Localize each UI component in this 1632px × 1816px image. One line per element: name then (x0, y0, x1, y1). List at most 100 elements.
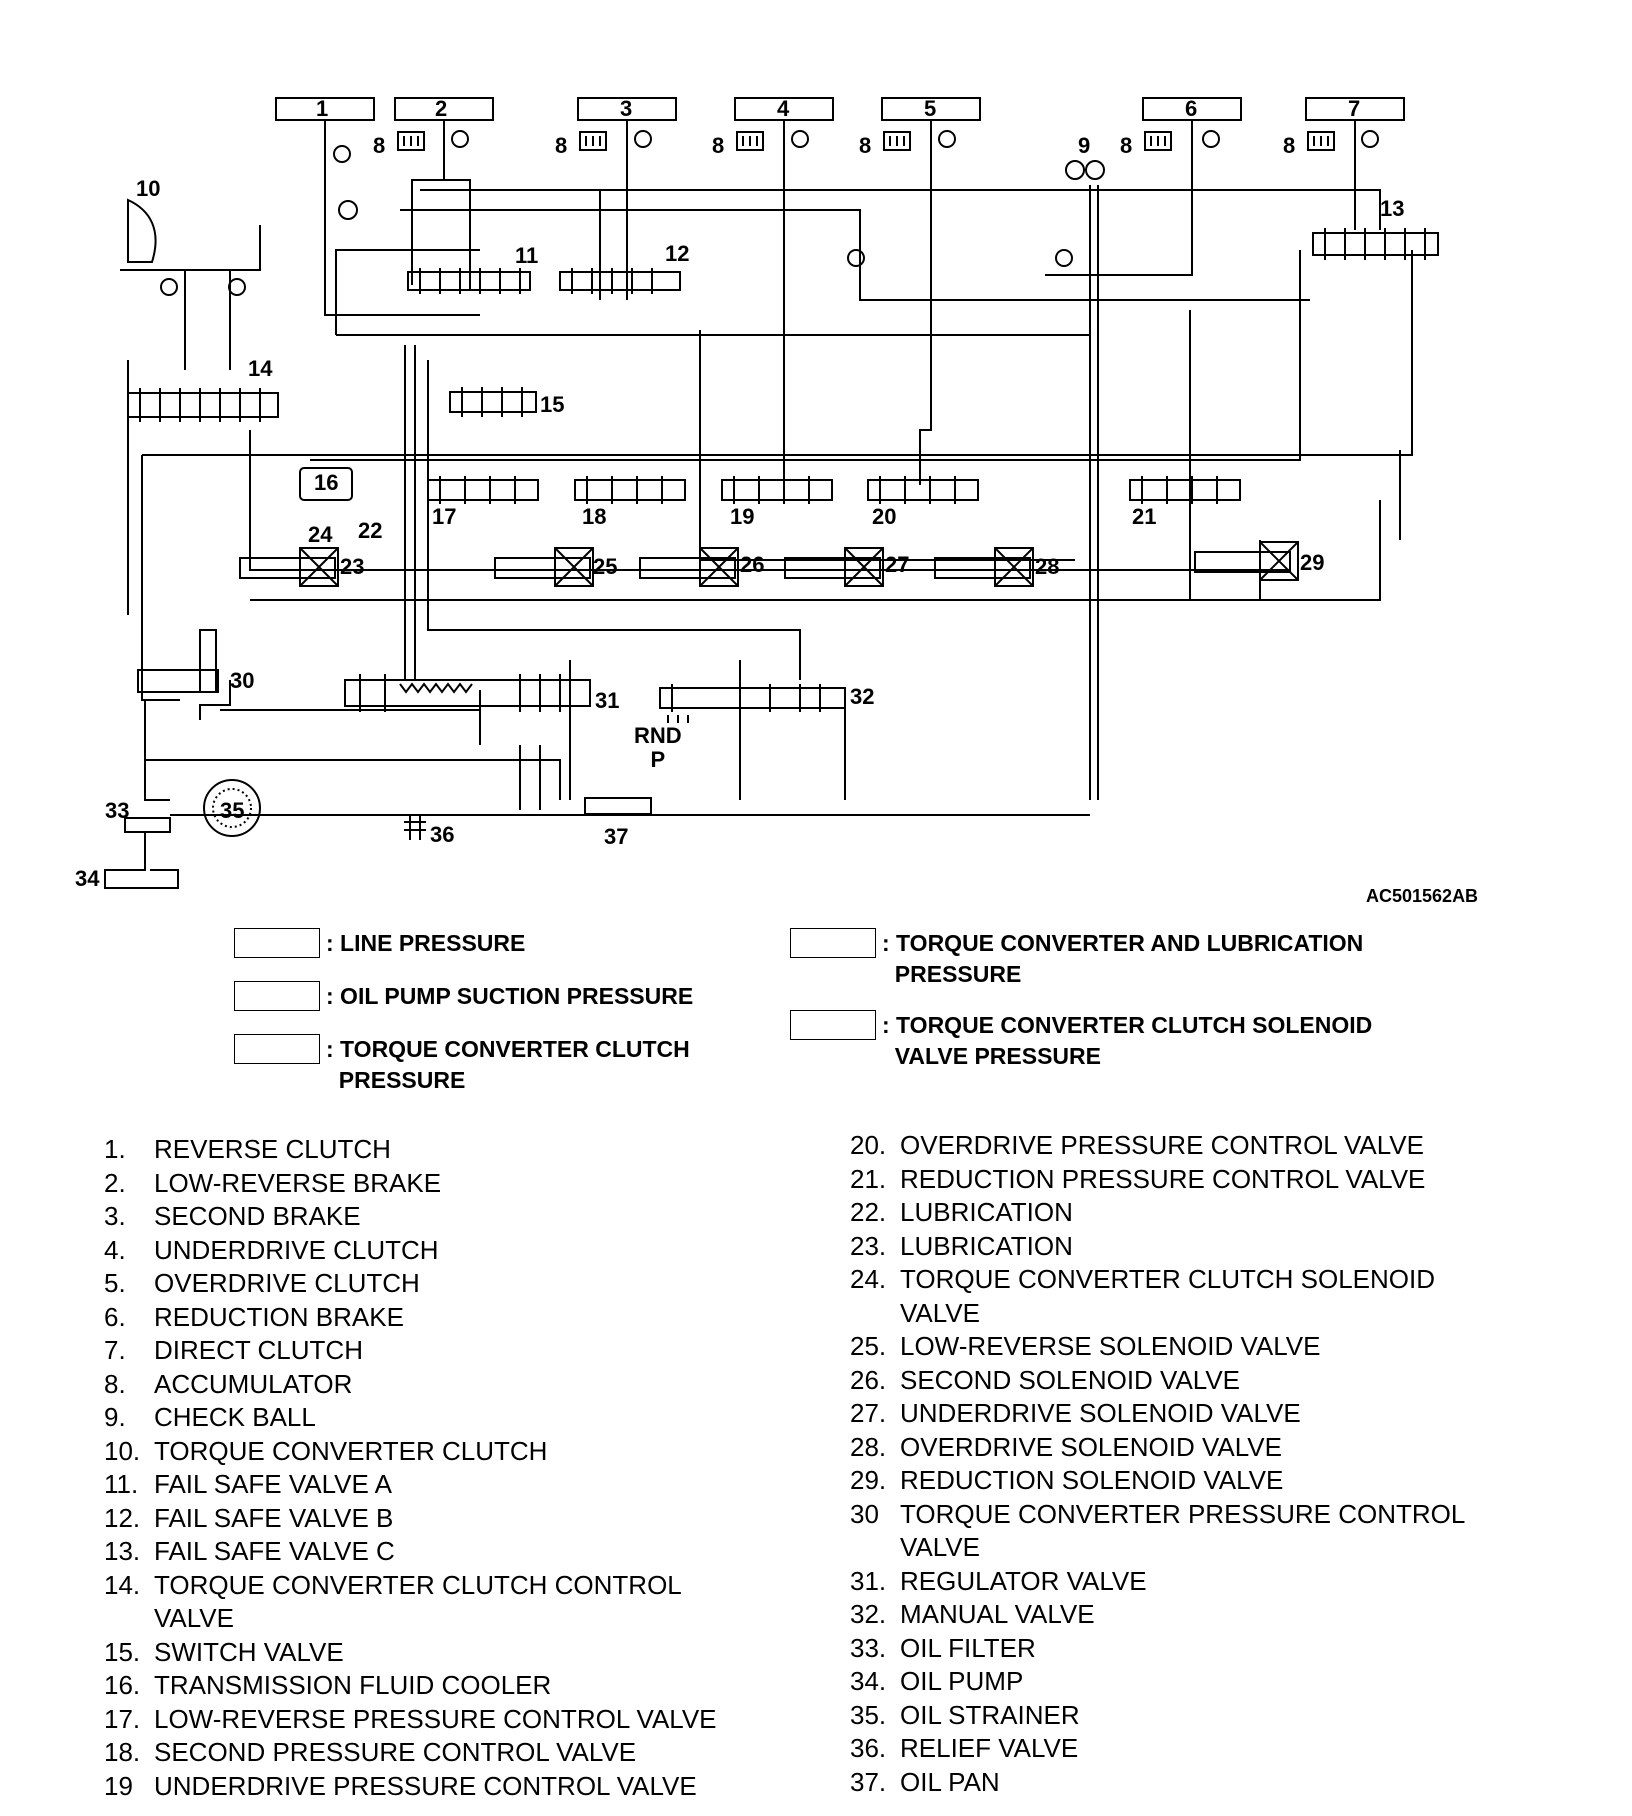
key-item-number: 33. (850, 1632, 887, 1663)
key-item: 12.FAIL SAFE VALVE B (104, 1502, 744, 1536)
key-item-number: 37. (850, 1766, 887, 1797)
key-item-number: 24. (850, 1264, 887, 1294)
key-item: 32.MANUAL VALVE (850, 1598, 1485, 1632)
key-item: 25.LOW-REVERSE SOLENOID VALVE (850, 1330, 1485, 1364)
callout-32: 32 (850, 684, 875, 709)
pressure-lines (120, 120, 1413, 816)
key-item-number: 1. (104, 1134, 126, 1164)
pcv-18 (574, 476, 686, 504)
key-item-label: LOW-REVERSE BRAKE (154, 1167, 442, 1198)
key-item: 35. OIL STRAINER (850, 1699, 1485, 1733)
callout-35: 35 (220, 798, 245, 823)
key-item-number: 8. (104, 1368, 126, 1399)
key-item-number: 5. (104, 1268, 126, 1298)
legend-swatch (234, 981, 320, 1011)
key-item-number: 3. (104, 1201, 126, 1231)
key-item-number: 34. (850, 1666, 887, 1696)
key-item: 11.FAIL SAFE VALVE A (104, 1468, 744, 1502)
key-item-number: 6. (104, 1301, 126, 1332)
accumulator-5 (1144, 131, 1172, 151)
key-item-number: 11. (104, 1469, 139, 1499)
oil-pan (584, 797, 652, 815)
key-item: 7.DIRECT CLUTCH (104, 1334, 744, 1368)
hydraulic-circuit-diagram (104, 97, 1439, 889)
callout-2: 2 (435, 96, 448, 121)
key-item-number: 9. (104, 1402, 126, 1432)
solenoid-valves (239, 541, 1299, 587)
key-item: 27.UNDERDRIVE SOLENOID VALVE (850, 1397, 1485, 1431)
callout-21: 21 (1132, 504, 1157, 529)
relief-valve (404, 815, 426, 840)
valve-14 (127, 388, 279, 422)
legend-tcc-solenoid-pressure: : TORQUE CONVERTER CLUTCH SOLENOID VALVE… (790, 1010, 1372, 1072)
sol-25 (494, 547, 594, 587)
callout-8: 8 (859, 133, 872, 158)
key-item: 28.OVERDRIVE SOLENOID VALVE (850, 1431, 1485, 1465)
pcv-20 (867, 476, 979, 504)
callout-23: 23 (340, 554, 365, 579)
callout-8: 8 (1120, 133, 1133, 158)
key-item-label: SECOND SOLENOID VALVE (900, 1364, 1241, 1395)
key-item-label: OIL STRAINER (900, 1699, 1080, 1730)
key-item: 21.REDUCTION PRESSURE CONTROL VALVE (850, 1163, 1485, 1197)
key-item: 16.TRANSMISSION FLUID COOLER (104, 1669, 744, 1703)
key-item-label: TORQUE CONVERTER CLUTCH SOLENOID VALVE (900, 1264, 1436, 1328)
legend-label: : OIL PUMP SUCTION PRESSURE (326, 983, 694, 1009)
key-item-number: 2. (104, 1167, 126, 1198)
key-item-number: 28. (850, 1431, 887, 1462)
key-item-label: TORQUE CONVERTER CLUTCH (154, 1435, 548, 1466)
callout-1: 1 (316, 96, 329, 121)
callout-18: 18 (582, 504, 607, 529)
key-item: 9.CHECK BALL (104, 1401, 744, 1435)
key-item-label: OIL FILTER (900, 1632, 1036, 1663)
key-item: 24. TORQUE CONVERTER CLUTCH SOLENOID VALV… (850, 1263, 1485, 1330)
key-item-number: 26. (850, 1364, 887, 1395)
key-item-number: 4. (104, 1234, 126, 1265)
key-item-number: 35. (850, 1699, 887, 1730)
key-item-number: 18. (104, 1737, 141, 1767)
key-item-label: OIL PAN (900, 1766, 1000, 1797)
key-item-label: LUBRICATION (900, 1197, 1073, 1227)
key-item: 36.RELIEF VALVE (850, 1732, 1485, 1766)
valve-12 (559, 268, 681, 294)
key-item-label: FAIL SAFE VALVE B (154, 1502, 394, 1533)
callout-17: 17 (432, 504, 457, 529)
fluid-cooler (299, 467, 353, 501)
accumulator-1 (397, 131, 425, 151)
callout-9: 9 (1078, 133, 1091, 158)
key-item: 8.ACCUMULATOR (104, 1368, 744, 1402)
key-item-number: 23. (850, 1230, 887, 1261)
callout-5: 5 (924, 96, 937, 121)
callout-30: 30 (230, 668, 255, 693)
callout-14: 14 (248, 356, 273, 381)
key-item-number: 19 (104, 1770, 133, 1801)
key-item-label: REDUCTION SOLENOID VALVE (900, 1465, 1284, 1495)
check-balls (338, 160, 1105, 267)
key-item-number: 7. (104, 1335, 126, 1365)
key-item: 3. SECOND BRAKE (104, 1200, 744, 1234)
callout-27: 27 (885, 552, 910, 577)
callout-13: 13 (1380, 196, 1405, 221)
key-item: 1.REVERSE CLUTCH (104, 1133, 744, 1167)
legend-label: : LINE PRESSURE (326, 930, 526, 956)
callout-25: 25 (593, 554, 618, 579)
valve-15 (449, 387, 537, 417)
callout-22: 22 (358, 518, 383, 543)
key-item-number: 16. (104, 1670, 141, 1700)
key-item-number: 25. (850, 1331, 887, 1361)
key-item-label: SECOND BRAKE (154, 1201, 361, 1231)
accumulator-4 (883, 131, 911, 151)
orifices (160, 130, 1379, 296)
key-item-label: TORQUE CONVERTER PRESSURE CONTROL VALVE (900, 1498, 1465, 1563)
pcv-17 (427, 476, 539, 504)
manual-valve (659, 684, 846, 723)
key-item-number: 17. (104, 1703, 141, 1734)
callout-8: 8 (712, 133, 725, 158)
legend-suction-pressure: : OIL PUMP SUCTION PRESSURE (234, 981, 693, 1012)
key-item-label: OIL PUMP (900, 1666, 1024, 1696)
key-item-label: UNDERDRIVE SOLENOID VALVE (900, 1398, 1301, 1428)
key-item-number: 13. (104, 1536, 141, 1566)
